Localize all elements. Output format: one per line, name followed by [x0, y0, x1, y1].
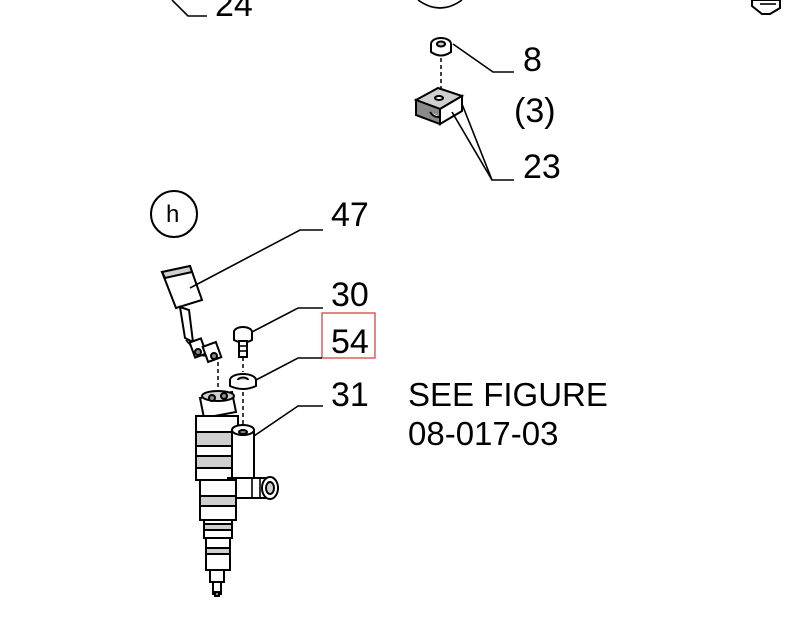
callout-8[interactable]: 8	[523, 41, 542, 79]
clip-icon-partial	[751, 0, 781, 15]
callout-group-24: 24	[171, 0, 253, 24]
leader-line-8	[452, 43, 514, 73]
figure-reference-note: SEE FIGURE 08-017-03	[408, 376, 608, 452]
callout-31[interactable]: 31	[331, 376, 369, 414]
bracket-assembly: 8 (3) 23	[413, 37, 561, 186]
view-marker-h[interactable]: h	[150, 190, 198, 238]
callout-23[interactable]: 23	[523, 148, 561, 186]
leader-line-54	[255, 357, 322, 381]
washer-icon	[229, 373, 257, 390]
highlight-box-54	[321, 312, 376, 359]
leader-line-23a	[451, 111, 493, 181]
callout-47[interactable]: 47	[331, 196, 369, 234]
leader-line-31	[253, 405, 323, 437]
view-marker-label: h	[166, 201, 179, 228]
bracket-icon	[413, 86, 465, 126]
callout-30[interactable]: 30	[331, 276, 369, 314]
connector-icon	[160, 264, 223, 364]
leader-line-23b	[461, 103, 514, 181]
callout-24[interactable]: 24	[215, 0, 253, 24]
leader-line-30	[251, 307, 323, 333]
callout-54[interactable]: 54	[331, 323, 369, 361]
bolt-icon	[233, 326, 253, 358]
nut-icon	[430, 37, 452, 57]
view-circle-partial	[417, 0, 463, 9]
injector-icon	[195, 390, 279, 597]
injector-assembly: 47 30 54	[160, 196, 376, 597]
note-line-1: SEE FIGURE	[408, 376, 608, 413]
leader-line-24	[171, 0, 207, 17]
note-line-2[interactable]: 08-017-03	[408, 415, 558, 452]
leader-line-47	[189, 229, 323, 289]
quantity-3: (3)	[514, 92, 556, 130]
